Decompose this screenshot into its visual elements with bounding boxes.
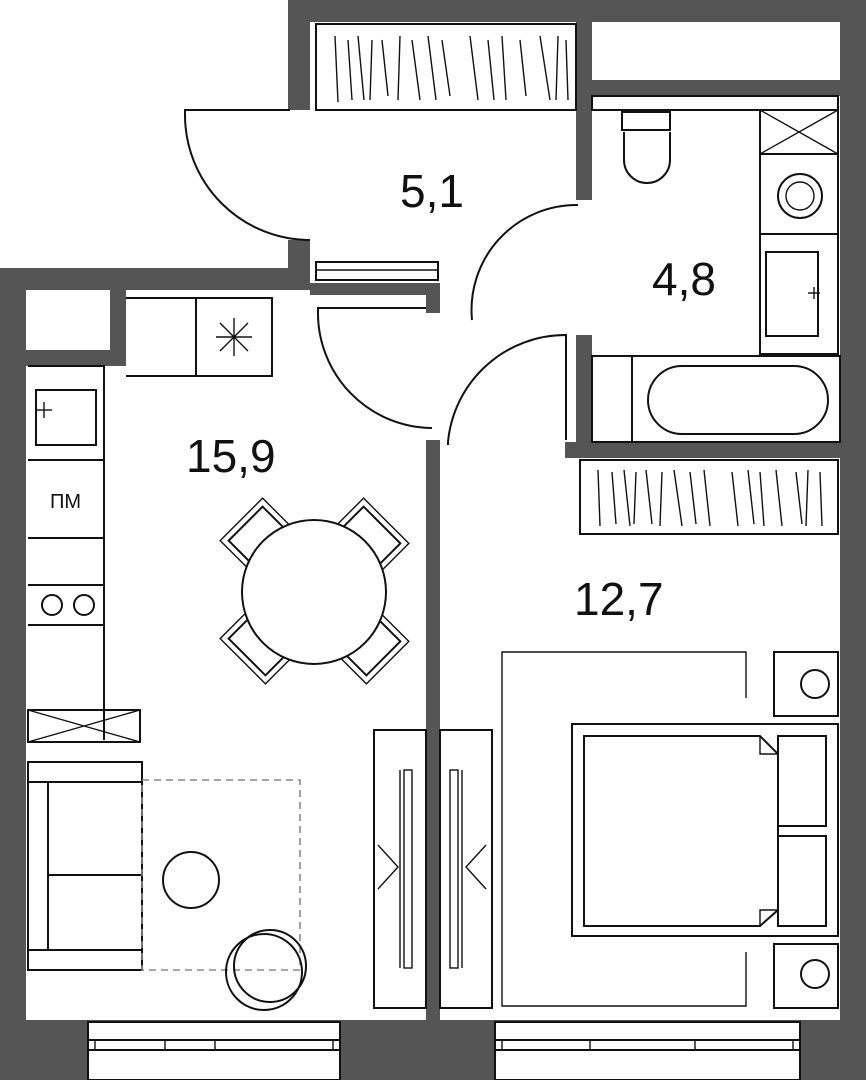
window-left — [87, 1021, 341, 1080]
sofa-icon — [27, 761, 143, 971]
rug-outline — [141, 779, 301, 971]
kitchen-door — [316, 307, 433, 429]
storage-niche — [28, 292, 108, 348]
balcony-niche — [596, 24, 836, 78]
kitchen-living: ПМ — [27, 297, 427, 1011]
hallway-radiator — [315, 261, 439, 281]
toilet-icon — [621, 111, 671, 184]
room-area-bathroom: 4,8 — [652, 253, 716, 305]
bedroom-rug — [501, 651, 747, 1007]
armchair-icon — [225, 929, 307, 1011]
fridge-icon — [27, 709, 141, 743]
bathroom: 4,8 — [591, 95, 841, 443]
bedroom-wardrobe — [579, 459, 839, 535]
sink-icon — [765, 251, 819, 337]
room-area-hallway: 5,1 — [400, 165, 464, 217]
room-area-bedroom: 12,7 — [574, 573, 664, 625]
window-right — [494, 1021, 801, 1080]
coffee-table-icon — [162, 851, 220, 909]
nightstand-top-icon — [773, 651, 839, 717]
entrance-door — [184, 109, 311, 241]
hallway-wardrobe — [315, 23, 577, 111]
kitchen-sink-icon — [35, 389, 97, 446]
washing-machine-icon — [759, 153, 839, 235]
living-wardrobe — [373, 729, 427, 1009]
dining-table-icon — [219, 497, 410, 685]
dishwasher-label: ПМ — [50, 491, 81, 513]
bathtub-icon — [647, 365, 829, 435]
bed-icon — [571, 723, 839, 937]
hallway: 5,1 — [184, 23, 579, 429]
cooktop-icon — [41, 594, 95, 616]
nightstand-bottom-icon — [773, 943, 839, 1009]
bedroom-sliding-wardrobe — [439, 729, 493, 1009]
bathroom-door — [470, 203, 579, 321]
bedroom: 12,7 — [439, 333, 839, 1009]
room-area-kitchen-living: 15,9 — [186, 430, 276, 482]
bedroom-door — [447, 333, 567, 445]
